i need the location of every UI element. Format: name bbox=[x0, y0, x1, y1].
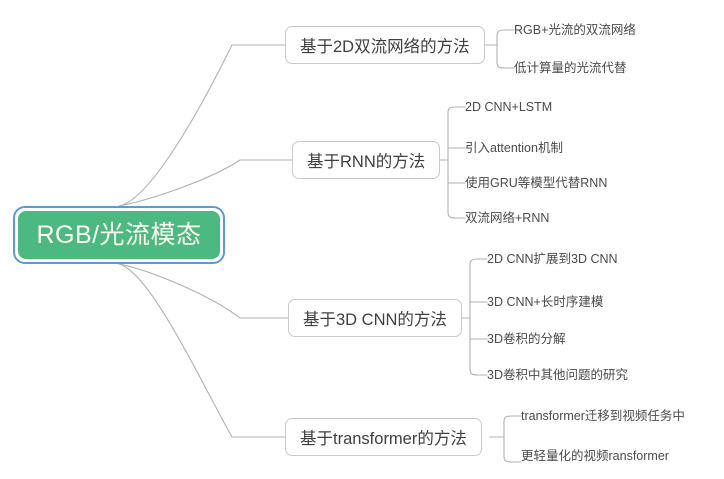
leaf-node-cnn-3d-1[interactable]: 3D CNN+长时序建模 bbox=[487, 296, 603, 309]
branch-label-two-stream-2d: 基于2D双流网络的方法 bbox=[300, 38, 470, 56]
leaf-node-two-stream-2d-0[interactable]: RGB+光流的双流网络 bbox=[514, 24, 636, 37]
leaf-node-rnn-2[interactable]: 使用GRU等模型代替RNN bbox=[465, 177, 607, 190]
stub-rnn-0 bbox=[447, 106, 466, 114]
leaf-node-two-stream-2d-1[interactable]: 低计算量的光流代替 bbox=[514, 62, 627, 75]
leaf-node-rnn-1[interactable]: 引入attention机制 bbox=[465, 142, 563, 155]
stub-rnn-3 bbox=[447, 211, 466, 219]
branch-node-transformer[interactable]: 基于transformer的方法 bbox=[285, 418, 482, 456]
stub-two-stream-2d-1 bbox=[496, 61, 515, 69]
branch-node-two-stream-2d[interactable]: 基于2D双流网络的方法 bbox=[285, 26, 485, 64]
leaf-node-transformer-1[interactable]: 更轻量化的视频ransformer bbox=[521, 450, 669, 463]
branch-label-rnn: 基于RNN的方法 bbox=[307, 153, 426, 171]
connector-root-to-rnn bbox=[118, 159, 293, 207]
leaf-node-cnn-3d-0[interactable]: 2D CNN扩展到3D CNN bbox=[487, 253, 618, 266]
leaf-label: 双流网络+RNN bbox=[465, 211, 550, 225]
stub-cnn-3d-0 bbox=[469, 258, 488, 266]
branch-node-cnn-3d[interactable]: 基于3D CNN的方法 bbox=[288, 299, 462, 337]
leaf-node-cnn-3d-3[interactable]: 3D卷积中其他问题的研究 bbox=[487, 369, 628, 382]
leaf-label: RGB+光流的双流网络 bbox=[514, 23, 636, 37]
leaf-node-rnn-0[interactable]: 2D CNN+LSTM bbox=[465, 101, 552, 114]
leaf-label: transformer迁移到视频任务中 bbox=[521, 409, 685, 423]
leaf-label: 低计算量的光流代替 bbox=[514, 61, 627, 75]
leaf-label: 3D卷积中其他问题的研究 bbox=[487, 368, 628, 382]
stub-cnn-3d-3 bbox=[469, 368, 488, 376]
leaf-node-cnn-3d-2[interactable]: 3D卷积的分解 bbox=[487, 333, 565, 346]
connector-root-to-transformer bbox=[118, 263, 286, 438]
leaf-label: 3D卷积的分解 bbox=[487, 332, 566, 346]
stub-transformer-1 bbox=[503, 455, 522, 463]
leaf-label: 2D CNN扩展到3D CNN bbox=[487, 252, 618, 266]
branch-node-rnn[interactable]: 基于RNN的方法 bbox=[292, 141, 441, 179]
leaf-label: 2D CNN+LSTM bbox=[465, 100, 553, 114]
stub-two-stream-2d-0 bbox=[496, 29, 515, 37]
leaf-label: 使用GRU等模型代替RNN bbox=[465, 176, 608, 190]
root-node-label: RGB/光流模态 bbox=[36, 220, 202, 249]
connector-root-to-two-stream-2d bbox=[118, 44, 286, 207]
connector-root-to-cnn-3d bbox=[118, 263, 289, 319]
leaf-label: 引入attention机制 bbox=[465, 141, 563, 155]
root-node[interactable]: RGB/光流模态 bbox=[13, 206, 225, 264]
root-node-body: RGB/光流模态 bbox=[18, 211, 220, 259]
branch-label-cnn-3d: 基于3D CNN的方法 bbox=[303, 311, 447, 329]
branch-label-transformer: 基于transformer的方法 bbox=[300, 430, 467, 448]
leaf-node-transformer-0[interactable]: transformer迁移到视频任务中 bbox=[521, 410, 685, 423]
stub-transformer-0 bbox=[503, 415, 522, 423]
leaf-node-rnn-3[interactable]: 双流网络+RNN bbox=[465, 212, 549, 225]
leaf-label: 更轻量化的视频ransformer bbox=[521, 449, 669, 463]
leaf-label: 3D CNN+长时序建模 bbox=[487, 295, 604, 309]
